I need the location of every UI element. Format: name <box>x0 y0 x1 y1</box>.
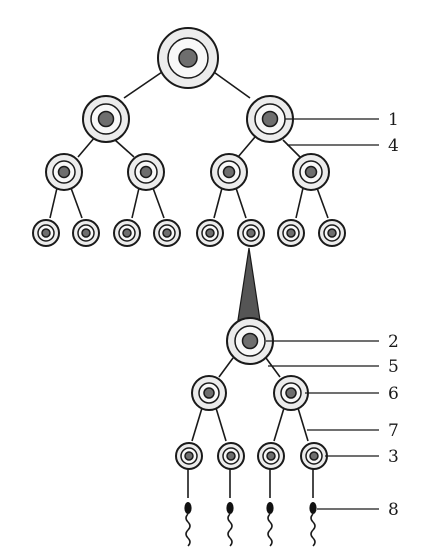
label-5: 5 <box>388 357 399 377</box>
lower-tree-edges <box>187 357 314 498</box>
number-labels: 1 4 2 5 6 7 3 8 <box>388 110 399 520</box>
cell-level3 <box>32 219 346 247</box>
cell-zoomed-large <box>226 317 274 365</box>
label-8: 8 <box>388 500 399 520</box>
cell-top <box>157 27 219 89</box>
zoom-funnel <box>237 247 261 321</box>
cell-level1-left <box>82 95 130 143</box>
upper-tree-edges <box>49 69 329 219</box>
label-7: 7 <box>388 421 399 441</box>
cell-zoomed-medium <box>191 375 309 411</box>
label-6: 6 <box>388 384 399 404</box>
sperm-icon <box>309 502 317 547</box>
label-4: 4 <box>388 136 399 156</box>
leader-lines <box>266 118 379 510</box>
label-3: 3 <box>388 447 399 467</box>
sperm-icon <box>266 502 274 547</box>
sperm-icon <box>226 502 234 547</box>
sperm-cells <box>184 502 317 547</box>
cell-zoomed-small <box>175 442 328 470</box>
label-1: 1 <box>388 110 399 130</box>
label-2: 2 <box>388 332 399 352</box>
sperm-icon <box>184 502 192 547</box>
cell-level1-right <box>246 95 294 143</box>
cell-level2 <box>45 153 330 191</box>
